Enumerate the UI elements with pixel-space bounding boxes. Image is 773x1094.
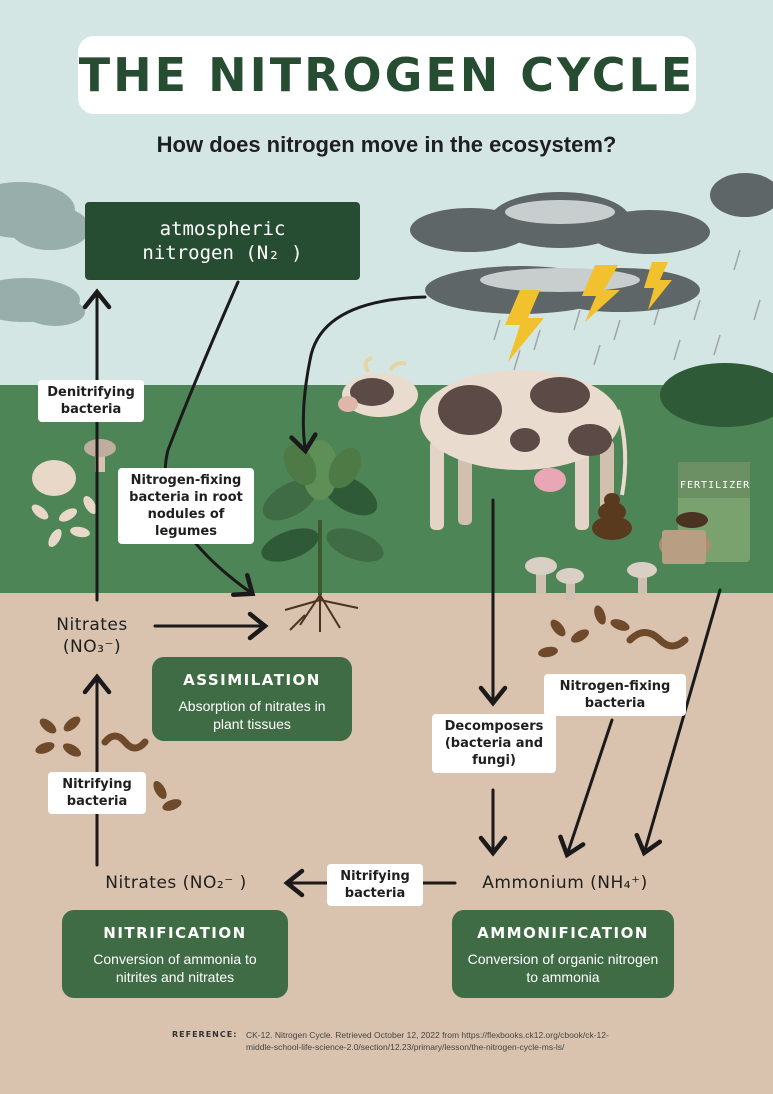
- page-subtitle: How does nitrogen move in the ecosystem?: [156, 132, 617, 157]
- ammonium-node: Ammonium (NH₄⁺): [482, 873, 648, 893]
- dung-icon: [592, 493, 632, 540]
- nitrification-card: NITRIFICATION Conversion of ammonia to n…: [62, 910, 288, 998]
- nitrates-node-line-2: (NO₃⁻): [62, 637, 122, 657]
- bacteria-icon-soil-right: [538, 605, 689, 658]
- plant-roots-icon: [284, 594, 359, 632]
- nitrifying-bacteria-label-left: Nitrifying bacteria: [48, 772, 146, 814]
- mushroom-icon-left: [84, 439, 116, 472]
- nitrifying-bacteria-label-bottom: Nitrifying bacteria: [327, 864, 423, 906]
- ammonification-card: AMMONIFICATION Conversion of organic nit…: [452, 910, 674, 998]
- cow-icon: [338, 356, 628, 530]
- bacteria-icon-soil-left: [35, 716, 182, 811]
- atmospheric-line-1: atmospheric: [159, 218, 286, 240]
- title-card: THE NITROGEN CYCLE: [78, 36, 696, 114]
- root-nodules-label: Nitrogen-fixing bacteria in root nodules…: [118, 468, 254, 544]
- cloud-icon-left-top: [0, 182, 90, 250]
- plant-icon: [261, 440, 384, 595]
- arrow-atmosphere-to-plant: [163, 280, 256, 597]
- assimilation-card: ASSIMILATION Absorption of nitrates in p…: [152, 657, 352, 741]
- soil-layer: [0, 593, 773, 1094]
- bush-icon: [660, 363, 773, 427]
- ammonification-desc: Conversion of organic nitrogen to ammoni…: [467, 951, 659, 985]
- nitrates-node: Nitrates (NO₃⁻): [38, 614, 146, 658]
- rain-icon: [493, 249, 761, 371]
- reference-text: CK-12. Nitrogen Cycle. Retrieved October…: [246, 1030, 609, 1052]
- denitrifying-bacteria-label: Denitrifying bacteria: [38, 380, 144, 422]
- fertilizer-bag-icon: [659, 462, 750, 564]
- arrow-fertilizer-to-ammonium: [634, 588, 722, 857]
- assimilation-desc: Absorption of nitrates in plant tissues: [178, 698, 326, 732]
- nitrification-title: NITRIFICATION: [103, 924, 247, 942]
- fertilizer-label: FERTILIZER: [680, 480, 751, 491]
- decomposers-label: Decomposers (bacteria and fungi): [432, 714, 556, 773]
- bacteria-icon-grass: [31, 460, 97, 548]
- mushroom-icon-right: [525, 557, 657, 600]
- arrow-bacteria-to-ammonium: [558, 718, 614, 859]
- nitrites-node: Nitrates (NO₂⁻ ): [105, 873, 247, 893]
- page-title: THE NITROGEN CYCLE: [78, 48, 696, 102]
- nitrogen-fixing-bacteria-label: Nitrogen-fixing bacteria: [544, 674, 686, 716]
- atmospheric-line-2: nitrogen (N₂ ): [142, 242, 303, 264]
- assimilation-title: ASSIMILATION: [183, 671, 321, 689]
- ammonification-title: AMMONIFICATION: [477, 924, 649, 942]
- reference-label: REFERENCE:: [172, 1030, 238, 1039]
- cloud-icon-left-bottom: [0, 278, 85, 326]
- atmospheric-nitrogen-box: atmospheric nitrogen (N₂ ): [85, 202, 360, 280]
- lightning-icon: [505, 262, 672, 362]
- nitrification-desc: Conversion of ammonia to nitrites and ni…: [93, 951, 257, 985]
- arrow-lightning-to-plant: [289, 295, 427, 455]
- nitrates-node-line-1: Nitrates: [56, 615, 128, 635]
